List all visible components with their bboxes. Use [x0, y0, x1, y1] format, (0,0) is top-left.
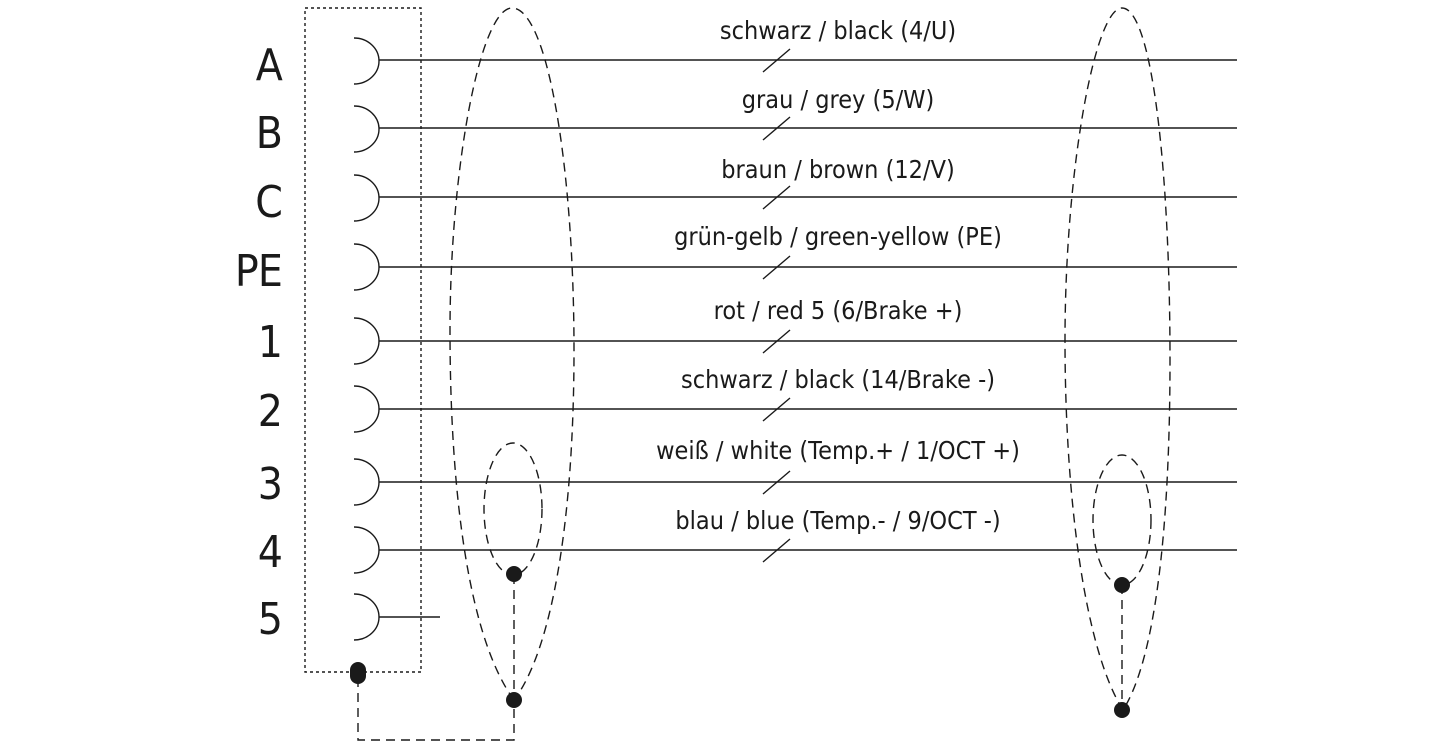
slash-mark [762, 48, 791, 73]
socket-contact-1 [353, 317, 380, 365]
wires [379, 59, 1237, 618]
pin-label-2: 2 [257, 386, 283, 437]
wire-label-3: weiß / white (Temp.+ / 1/OCT +) [656, 436, 1020, 465]
left-outer-shield-dot [506, 692, 522, 708]
socket-contact-pe [353, 243, 380, 291]
housing-ground-link [357, 678, 515, 741]
right-shield [1064, 7, 1171, 712]
socket-contact-3 [353, 458, 380, 506]
ground-dashed-path [357, 678, 515, 741]
pin-label-a: A [255, 40, 283, 91]
wire-slash-marks [762, 48, 791, 563]
wire-label-a: schwarz / black (4/U) [719, 16, 957, 45]
wire-label-c: braun / brown (12/V) [721, 155, 955, 184]
pin-label-4: 4 [257, 527, 283, 578]
right-outer-shield-ellipse [1064, 7, 1171, 712]
slash-mark [762, 255, 791, 280]
pin-label-pe: PE [234, 246, 283, 297]
pin-label-c: C [255, 177, 283, 228]
right-outer-shield-dot [1114, 702, 1130, 718]
connection-dots [350, 566, 1130, 718]
wire-label-4: blau / blue (Temp.- / 9/OCT -) [675, 506, 1001, 535]
wire-label-1: rot / red 5 (6/Brake +) [713, 296, 963, 325]
slash-mark [762, 116, 791, 141]
slash-mark [762, 538, 791, 563]
socket-contact-b [353, 105, 380, 153]
wire-label-2: schwarz / black (14/Brake -) [681, 365, 995, 394]
right-inner-shield-dot [1114, 577, 1130, 593]
socket-contacts [353, 37, 380, 641]
wire-label-pe: grün-gelb / green-yellow (PE) [674, 222, 1002, 251]
wire-label-b: grau / grey (5/W) [741, 85, 935, 114]
left-outer-shield-ellipse [449, 7, 575, 702]
slash-mark [762, 470, 791, 495]
socket-contact-c [353, 174, 380, 222]
slash-mark [762, 185, 791, 210]
pin-label-5: 5 [257, 594, 283, 645]
pin-label-b: B [255, 108, 283, 159]
socket-contact-5 [353, 593, 380, 641]
slash-mark [762, 397, 791, 422]
slash-mark [762, 329, 791, 354]
socket-contact-2 [353, 385, 380, 433]
socket-contact-a [353, 37, 380, 85]
housing-ground-terminal [350, 662, 366, 684]
pin-label-1: 1 [257, 317, 283, 368]
pin-label-3: 3 [257, 459, 283, 510]
socket-contact-4 [353, 526, 380, 574]
left-inner-shield-dot [506, 566, 522, 582]
